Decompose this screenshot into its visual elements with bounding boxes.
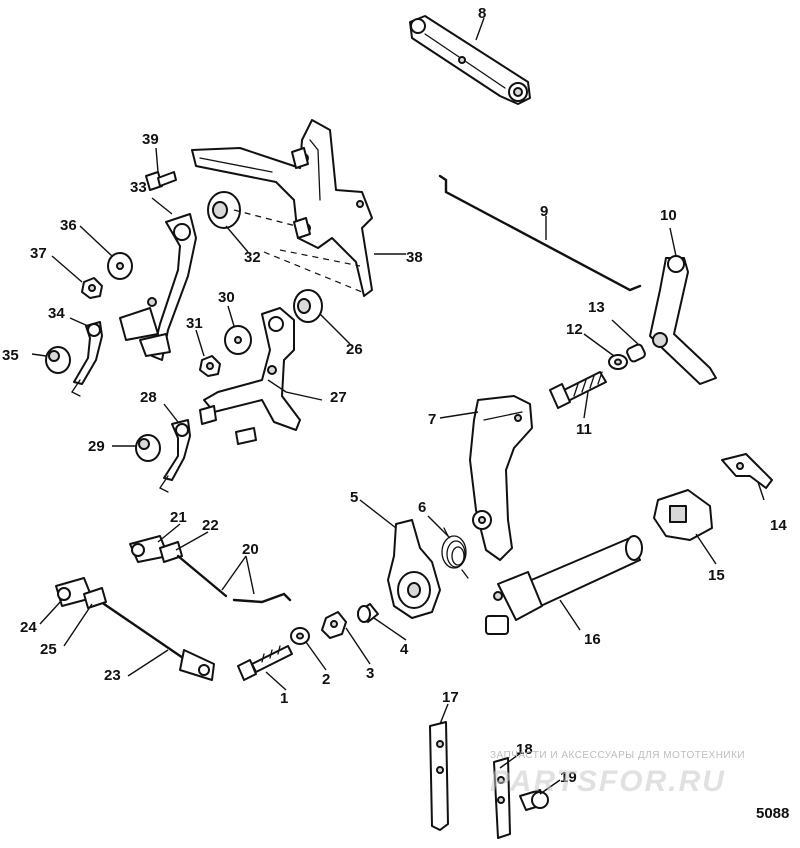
part-39-bolt bbox=[145, 171, 177, 191]
part-11-bolt bbox=[549, 371, 607, 409]
callout-31: 31 bbox=[186, 315, 203, 332]
callout-23: 23 bbox=[104, 667, 121, 684]
callout-8: 8 bbox=[478, 5, 486, 22]
part-5-cam bbox=[387, 519, 441, 619]
callout-10: 10 bbox=[660, 207, 677, 224]
part-19-bolt bbox=[519, 789, 549, 811]
callout-19: 19 bbox=[560, 769, 577, 786]
callout-25: 25 bbox=[40, 641, 57, 658]
callout-5: 5 bbox=[350, 489, 358, 506]
part-22-nut bbox=[159, 541, 183, 563]
part-9-shift-rod bbox=[438, 174, 642, 292]
watermark-logo: PARTSFOR.RU bbox=[490, 765, 726, 798]
part-26-roller bbox=[293, 289, 323, 323]
part-17-plate bbox=[429, 721, 449, 831]
callout-labels: 1 2 3 4 5 6 7 8 9 10 11 12 13 14 15 16 1… bbox=[2, 5, 787, 786]
part-31-nut bbox=[199, 355, 221, 377]
part-14-clip bbox=[721, 453, 773, 489]
part-28-link-end bbox=[159, 419, 191, 493]
callout-4: 4 bbox=[400, 641, 409, 658]
callout-32: 32 bbox=[244, 249, 261, 266]
callout-22: 22 bbox=[202, 517, 219, 534]
part-30-washer bbox=[224, 325, 252, 355]
callout-39: 39 bbox=[142, 131, 159, 148]
part-25-nut bbox=[83, 587, 107, 609]
part-15-block bbox=[653, 489, 713, 541]
callout-2: 2 bbox=[322, 671, 330, 688]
part-6-spring bbox=[441, 527, 469, 579]
callout-11: 11 bbox=[576, 421, 592, 438]
callout-13: 13 bbox=[588, 299, 605, 316]
part-18-plate bbox=[493, 757, 511, 839]
part-29-cap bbox=[135, 434, 161, 462]
part-32-roller bbox=[207, 191, 241, 229]
part-24-rod-end bbox=[55, 577, 93, 607]
part-35-cap bbox=[45, 346, 71, 374]
part-2-washer bbox=[290, 627, 310, 645]
callout-34: 34 bbox=[48, 305, 65, 322]
part-1-bolt bbox=[237, 645, 293, 681]
part-27-lower-bracket bbox=[203, 307, 301, 431]
callout-33: 33 bbox=[130, 179, 147, 196]
lower-studs bbox=[199, 405, 257, 445]
callout-29: 29 bbox=[88, 438, 105, 455]
callout-17: 17 bbox=[442, 689, 459, 706]
callout-38: 38 bbox=[406, 249, 423, 266]
part-3-nut bbox=[321, 611, 347, 639]
part-8-link-arm bbox=[409, 15, 531, 105]
part-23-rod bbox=[102, 602, 215, 681]
callout-16: 16 bbox=[584, 631, 601, 648]
leader-lines bbox=[31, 17, 765, 795]
callout-24: 24 bbox=[20, 619, 37, 636]
part-7-bracket bbox=[469, 395, 533, 561]
part-36-washer bbox=[107, 252, 133, 280]
callout-14: 14 bbox=[770, 517, 787, 534]
part-37-nut bbox=[81, 277, 103, 299]
callout-9: 9 bbox=[540, 203, 548, 220]
callout-20: 20 bbox=[242, 541, 259, 558]
part-12-washer bbox=[608, 354, 628, 370]
callout-37: 37 bbox=[30, 245, 47, 262]
part-34-link-end bbox=[71, 321, 103, 397]
bracket-studs bbox=[291, 147, 311, 239]
callout-6: 6 bbox=[418, 499, 426, 516]
part-20-rod bbox=[176, 554, 292, 604]
diagram-id: 5088 bbox=[756, 805, 790, 822]
part-21-rod-end bbox=[129, 535, 169, 563]
callout-15: 15 bbox=[708, 567, 725, 584]
callout-26: 26 bbox=[346, 341, 363, 358]
callout-27: 27 bbox=[330, 389, 347, 406]
callout-21: 21 bbox=[170, 509, 187, 526]
callout-28: 28 bbox=[140, 389, 157, 406]
callout-35: 35 bbox=[2, 347, 19, 364]
part-10-shift-lever bbox=[649, 255, 717, 385]
callout-1: 1 bbox=[280, 690, 288, 707]
part-16-shift-shaft bbox=[485, 535, 643, 635]
watermark-tagline: ЗАПЧАСТИ И АКСЕССУАРЫ ДЛЯ МОТОТЕХНИКИ bbox=[490, 750, 746, 761]
link-bracket-upper bbox=[119, 297, 171, 357]
assembly-lines bbox=[233, 209, 363, 293]
part-33-link-plate bbox=[151, 213, 197, 361]
callout-30: 30 bbox=[218, 289, 235, 306]
callout-12: 12 bbox=[566, 321, 583, 338]
callout-18: 18 bbox=[516, 741, 533, 758]
callout-3: 3 bbox=[366, 665, 374, 682]
part-4-bushing bbox=[357, 603, 379, 623]
callout-7: 7 bbox=[428, 411, 436, 428]
callout-36: 36 bbox=[60, 217, 77, 234]
part-13-spacer bbox=[626, 343, 646, 363]
